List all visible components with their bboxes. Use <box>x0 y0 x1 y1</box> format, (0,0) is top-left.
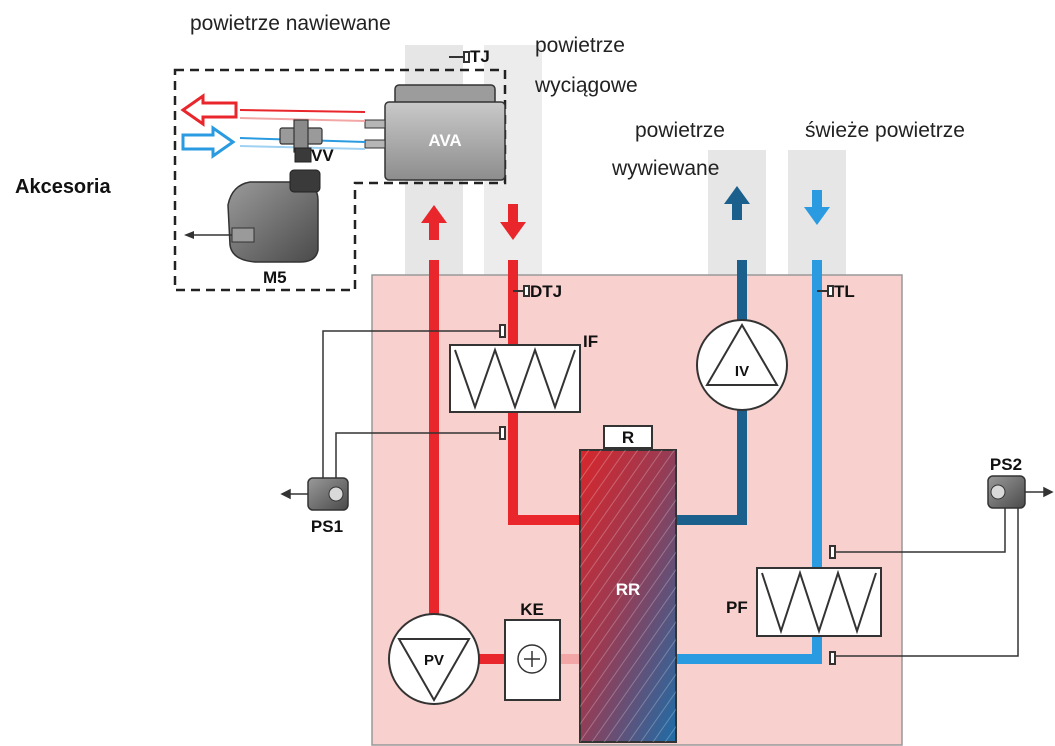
label-pv: PV <box>424 652 444 669</box>
ps1-tube-bottom <box>335 432 500 482</box>
label-if: IF <box>583 332 598 351</box>
accessories-box <box>173 68 507 292</box>
duct-arrows <box>421 186 830 240</box>
ps1-device <box>307 477 349 511</box>
label-ps1: PS1 <box>311 517 343 536</box>
ps1-outlet-arrow <box>280 488 291 500</box>
rotary-exchanger <box>579 449 677 743</box>
label-tl: TL <box>834 282 855 301</box>
label-ps2: PS2 <box>990 455 1022 474</box>
sensor-taps <box>449 51 836 665</box>
exhaust-up-arrow <box>724 186 750 220</box>
fresh-down-arrow <box>804 190 830 225</box>
extract-filter <box>449 344 581 413</box>
supply-up-arrow <box>421 205 447 240</box>
exhaust-fan <box>696 319 788 411</box>
label-tj: TJ <box>470 47 490 66</box>
fresh-filter <box>756 567 882 637</box>
ducts <box>405 45 846 275</box>
label-iv: IV <box>735 363 749 380</box>
label-pf: PF <box>726 598 748 617</box>
hot-water-arrow <box>180 93 238 127</box>
ava-unit <box>364 84 506 181</box>
accessory-pipes <box>180 93 366 159</box>
caption-exhaust-air-2: wywiewane <box>611 157 719 180</box>
ps2-tube-bottom <box>835 504 1019 657</box>
label-dtj: DTJ <box>530 282 562 301</box>
caption-accessories: Akcesoria <box>15 176 111 198</box>
caption-fresh-air: świeże powietrze <box>805 119 965 142</box>
caption-extract-air-2: wyciągowe <box>534 74 638 97</box>
label-r: R <box>622 428 634 447</box>
label-ava: AVA <box>428 131 461 150</box>
valve-vv <box>279 119 323 163</box>
ps2-device <box>987 475 1026 509</box>
label-ke: KE <box>520 600 544 619</box>
caption-supply-air: powietrze nawiewane <box>190 12 391 35</box>
ps1-tube-top <box>322 330 500 482</box>
ps2-outlet-arrow <box>1043 486 1054 498</box>
label-rr: RR <box>616 580 641 599</box>
label-vv: VV <box>311 146 334 165</box>
ps2-tube-top <box>835 504 1006 553</box>
extract-down-arrow <box>500 204 526 240</box>
pressure-tubes <box>280 330 1054 657</box>
r-box <box>603 425 653 449</box>
label-m5: M5 <box>263 268 287 287</box>
actuator-m5 <box>184 169 321 263</box>
heater-ke <box>504 619 561 701</box>
caption-extract-air-1: powietrze <box>535 34 625 57</box>
cold-water-arrow <box>181 125 236 159</box>
caption-exhaust-air-1: powietrze <box>635 119 725 142</box>
supply-fan <box>388 613 480 705</box>
